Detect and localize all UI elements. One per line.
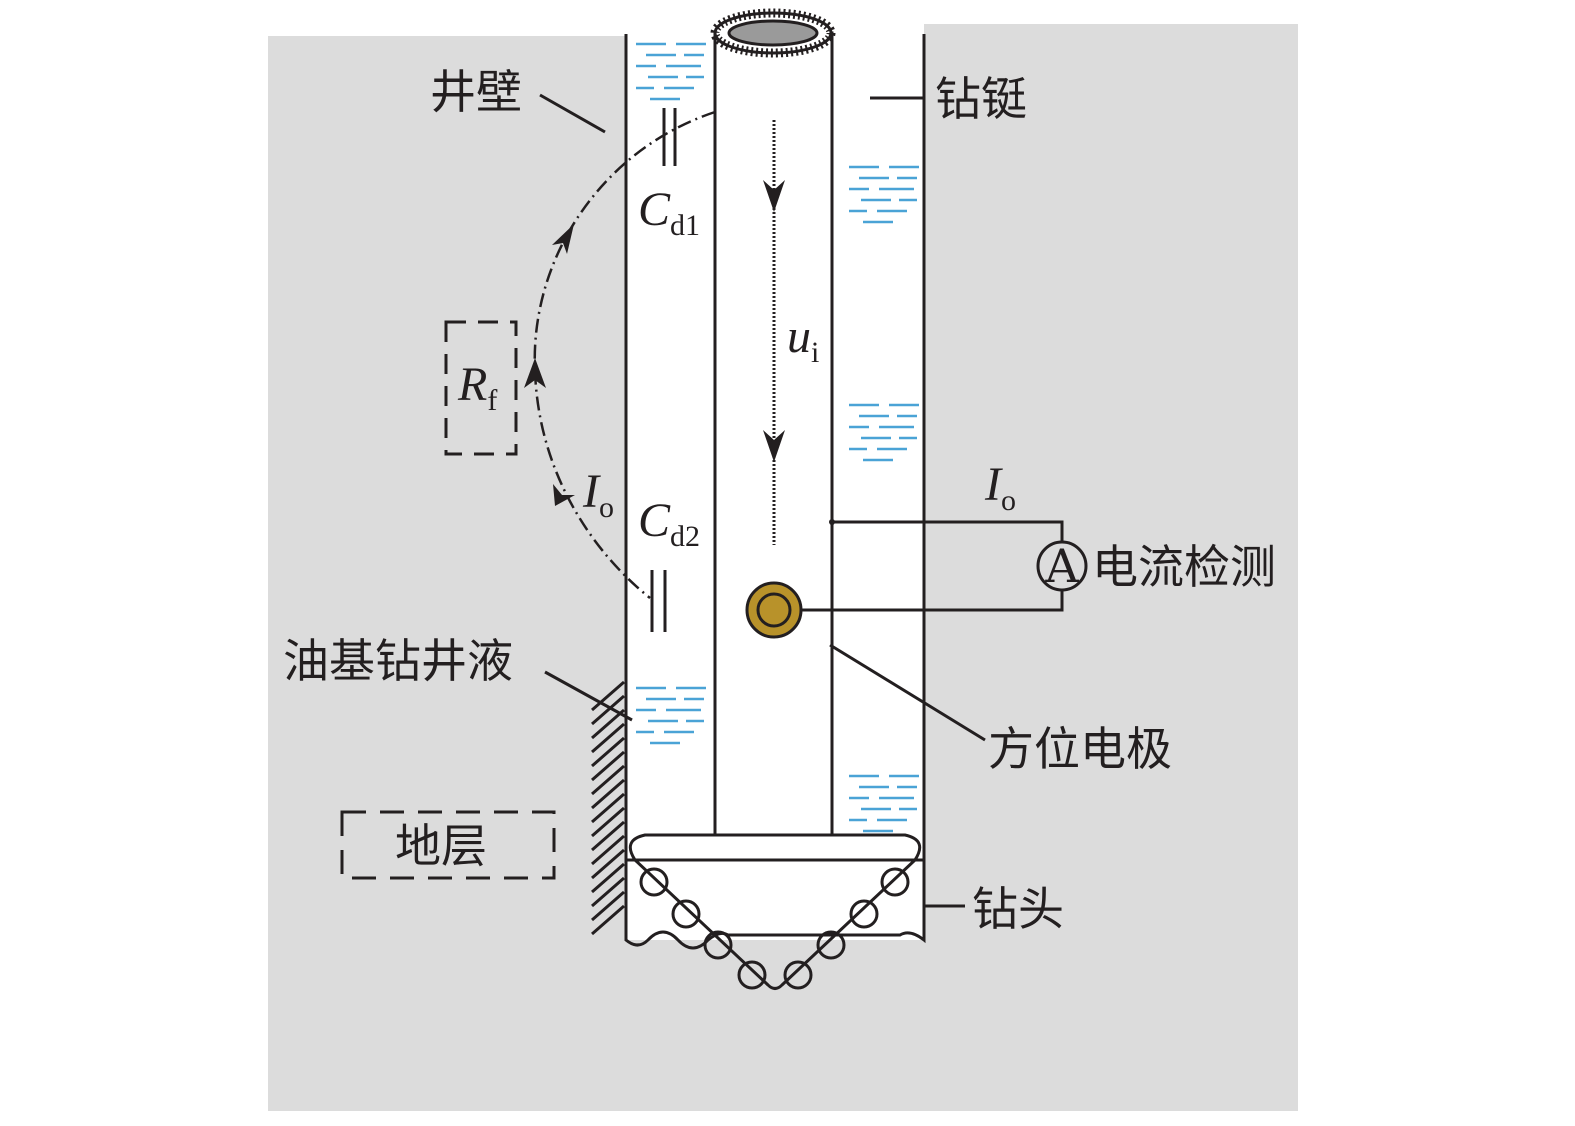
arrow-down-icon xyxy=(763,180,785,212)
hatch-line xyxy=(591,750,625,782)
label-ui: ui xyxy=(787,310,819,369)
label-io-right: Io xyxy=(984,458,1016,517)
circuit-wire-top xyxy=(832,520,1064,543)
hatch-line xyxy=(591,778,625,810)
hatch-line xyxy=(591,806,625,838)
label-current-detect: 电流检测 xyxy=(1092,540,1276,594)
hatch-line xyxy=(591,764,625,796)
label-well-wall: 井壁 xyxy=(430,65,522,119)
formation-box xyxy=(340,810,556,880)
label-azimuth-electrode: 方位电极 xyxy=(988,722,1172,776)
hatch-line xyxy=(591,722,625,754)
label-io-left: Io xyxy=(582,465,614,524)
ammeter-label: A xyxy=(1044,539,1079,593)
formation-right xyxy=(924,24,1298,1111)
label-formation: 地层 xyxy=(395,819,487,873)
arrow-up-icon xyxy=(552,224,574,254)
leader-lines xyxy=(539,93,986,908)
label-cd2: Cd2 xyxy=(638,494,700,553)
electrode-ring xyxy=(756,592,792,628)
hatch-line xyxy=(591,890,625,922)
ammeter-icon xyxy=(1036,540,1088,592)
drill-bit xyxy=(628,833,922,990)
label-rf: Rf xyxy=(457,358,497,417)
azimuth-electrode xyxy=(745,581,803,639)
hatch-line xyxy=(591,862,625,894)
hatch-line xyxy=(591,820,625,852)
hatch-line xyxy=(591,792,625,824)
hatch-line xyxy=(591,848,625,880)
arrow-up-icon xyxy=(553,484,575,506)
bit-cutters xyxy=(639,867,910,990)
hatch-line xyxy=(591,680,625,712)
collar-top-hatch xyxy=(710,8,836,58)
arrow-up-icon xyxy=(524,358,546,388)
rf-box xyxy=(444,320,518,456)
hatch-line xyxy=(591,708,625,740)
oil-mud-dashes xyxy=(636,42,919,833)
label-drill-collar: 钻铤 xyxy=(935,72,1027,126)
capacitor-cd1 xyxy=(662,108,677,166)
circuit-wire-bottom xyxy=(801,589,1064,612)
hatch-line xyxy=(591,904,625,936)
hatch-line xyxy=(591,876,625,908)
arrow-down-icon xyxy=(763,430,785,462)
collar-bore xyxy=(727,19,819,47)
capacitor-cd2 xyxy=(650,570,667,632)
formation-bottom xyxy=(626,940,924,1111)
label-cd1: Cd1 xyxy=(638,183,700,242)
hatch-line xyxy=(591,694,625,726)
hatch-line xyxy=(591,834,625,866)
label-oil-mud: 油基钻井液 xyxy=(283,634,513,688)
formation-hatch xyxy=(591,680,625,936)
junction-dot xyxy=(829,519,835,525)
hatch-line xyxy=(591,736,625,768)
formation-left xyxy=(268,36,626,1111)
bit-bottom-scallop xyxy=(624,858,926,950)
label-drill-bit: 钻头 xyxy=(972,882,1064,936)
